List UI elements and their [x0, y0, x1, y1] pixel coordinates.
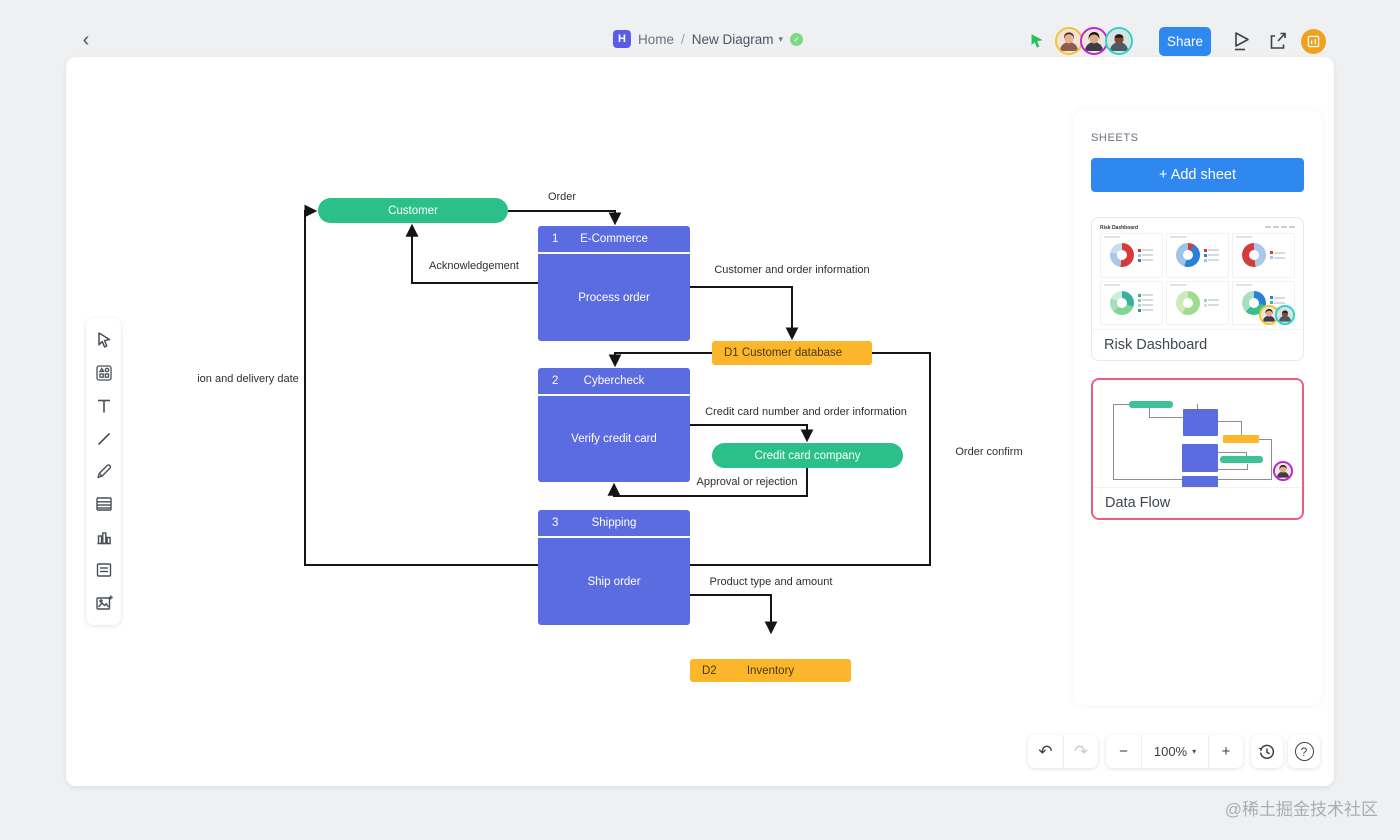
help-button[interactable]: ?: [1288, 735, 1320, 768]
document-title[interactable]: New Diagram: [691, 31, 774, 47]
sheets-panel: SHEETS + Add sheet Risk Dashboard: [1074, 110, 1322, 705]
process-body: Verify credit card: [571, 433, 657, 445]
breadcrumb-separator: /: [680, 31, 685, 47]
edge-label-product[interactable]: Product type and amount: [709, 576, 833, 588]
process-body: Process order: [578, 291, 650, 304]
chevron-down-icon[interactable]: ▾: [778, 33, 784, 44]
thumb-title: Risk Dashboard: [1100, 225, 1139, 231]
shapes-icon[interactable]: [91, 360, 117, 386]
node-shipping-process[interactable]: 3 Shipping Ship order: [538, 510, 690, 625]
avatar[interactable]: [1080, 27, 1108, 55]
chevron-down-icon: ▾: [1192, 747, 1197, 756]
saved-check-icon: ✓: [790, 32, 804, 46]
diagram-canvas[interactable]: Customer 1 E-Commerce Process order D1 C…: [66, 57, 1334, 786]
edge-label-delivery[interactable]: ion and delivery date: [197, 373, 299, 385]
edge-label-credit-info[interactable]: Credit card number and order information: [705, 406, 907, 418]
sheet-card-data-flow[interactable]: Data Flow: [1091, 378, 1304, 520]
text-icon[interactable]: [91, 393, 117, 419]
zoom-level-value: 100%: [1153, 744, 1188, 759]
breadcrumb: H Home / New Diagram ▾ ✓: [612, 30, 804, 48]
edge-label-acknowledgement[interactable]: Acknowledgement: [429, 260, 519, 272]
zoom-control-group: − 100% ▾ +: [1106, 735, 1243, 768]
pen-icon[interactable]: [91, 458, 117, 484]
node-inventory[interactable]: D2 Inventory: [690, 659, 851, 682]
thumb-toolbar: [1265, 226, 1295, 228]
process-title: Shipping: [591, 517, 637, 529]
history-button[interactable]: [1251, 735, 1283, 768]
sheets-header: SHEETS: [1091, 132, 1139, 144]
export-icon[interactable]: [1265, 28, 1291, 54]
topbar-actions: Share: [1029, 26, 1326, 56]
store-label: Inventory: [746, 664, 795, 677]
process-number: 1: [552, 233, 559, 245]
sheet-title: Risk Dashboard: [1104, 337, 1208, 353]
table-icon[interactable]: [91, 491, 117, 517]
top-bar: ‹ H Home / New Diagram ▾ ✓ Share: [0, 0, 1400, 57]
app-logo: H: [612, 30, 631, 48]
sheet-thumbnail: [1093, 380, 1302, 488]
collaborator-cursor-icon: [1031, 34, 1043, 48]
store-label: Customer database: [741, 347, 843, 359]
process-title: E-Commerce: [580, 233, 648, 245]
sheet-collaborators: [1273, 461, 1293, 481]
store-id: D1: [724, 347, 739, 359]
notes-icon[interactable]: [91, 557, 117, 583]
edge-label-order-confirm[interactable]: Order confirm: [955, 446, 1023, 458]
avatar: [1259, 305, 1279, 325]
help-icon: ?: [1294, 742, 1314, 761]
avatar[interactable]: [1105, 27, 1133, 55]
sheet-card-risk-dashboard[interactable]: Risk Dashboard: [1091, 217, 1304, 361]
add-sheet-button[interactable]: + Add sheet: [1091, 158, 1304, 192]
avatar: [1275, 305, 1295, 325]
drawing-toolbar: [86, 318, 121, 625]
edge-label-approval[interactable]: Approval or rejection: [696, 476, 798, 488]
node-customer-database[interactable]: D1 Customer database: [712, 341, 872, 365]
zoom-out-button[interactable]: −: [1119, 743, 1128, 760]
undo-button[interactable]: ↶: [1038, 741, 1053, 761]
store-id: D2: [702, 664, 717, 677]
process-body: Ship order: [587, 575, 641, 588]
avatar: [1273, 461, 1293, 481]
sheet-thumbnail: Risk Dashboard: [1092, 218, 1303, 330]
zoom-in-button[interactable]: +: [1208, 735, 1243, 768]
present-icon[interactable]: [1229, 28, 1255, 54]
process-number: 2: [552, 375, 559, 387]
node-customer[interactable]: Customer: [318, 198, 508, 223]
node-cybercheck-process[interactable]: 2 Cybercheck Verify credit card: [538, 368, 690, 482]
collaborator-avatars: [1055, 27, 1133, 55]
avatar[interactable]: [1055, 27, 1083, 55]
line-icon[interactable]: [91, 426, 117, 452]
back-button[interactable]: ‹: [82, 28, 90, 51]
undo-redo-group: ↶ ↷: [1028, 735, 1098, 768]
edge-label-customer-info[interactable]: Customer and order information: [714, 264, 870, 276]
node-credit-card-company[interactable]: Credit card company: [712, 443, 903, 468]
edge-label-order[interactable]: Order: [547, 191, 577, 203]
zoom-level-dropdown[interactable]: 100% ▾: [1141, 735, 1208, 768]
sheet-collaborators: [1259, 305, 1295, 325]
sheet-title: Data Flow: [1105, 495, 1171, 511]
select-cursor-icon[interactable]: [91, 327, 117, 353]
chart-icon[interactable]: [91, 524, 117, 550]
workspace-badge-icon[interactable]: [1301, 28, 1326, 54]
redo-button[interactable]: ↷: [1063, 735, 1098, 768]
node-ecommerce-process[interactable]: 1 E-Commerce Process order: [538, 226, 690, 341]
process-title: Cybercheck: [583, 375, 645, 387]
watermark: @稀土掘金技术社区: [1224, 800, 1378, 819]
history-clock-icon: [1251, 735, 1283, 768]
insert-image-icon[interactable]: [91, 590, 117, 616]
share-button[interactable]: Share: [1159, 26, 1211, 56]
process-number: 3: [552, 517, 559, 529]
breadcrumb-home[interactable]: Home: [637, 31, 674, 47]
